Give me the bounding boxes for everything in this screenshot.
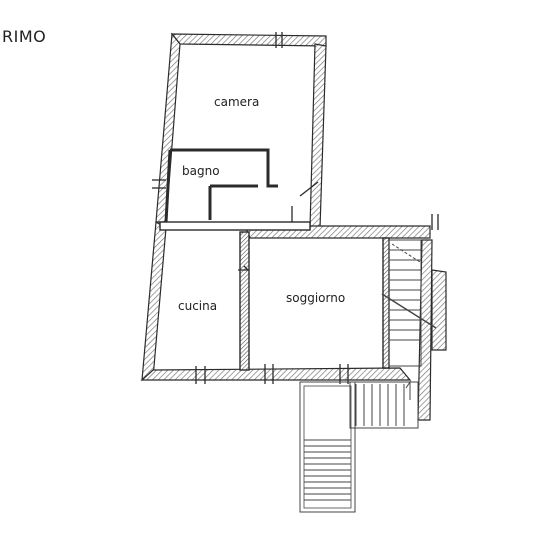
door-window-marks: [152, 32, 439, 384]
exterior-walls: [140, 32, 447, 421]
floor-label: RIMO: [2, 27, 46, 46]
interior-walls: [159, 148, 390, 371]
room-label-soggiorno: soggiorno: [286, 291, 345, 305]
room-label-bagno: bagno: [182, 164, 220, 178]
interior-stair: [381, 239, 437, 367]
room-label-cucina: cucina: [178, 299, 217, 313]
exterior-stair: [299, 380, 419, 513]
room-label-camera: camera: [214, 95, 259, 109]
